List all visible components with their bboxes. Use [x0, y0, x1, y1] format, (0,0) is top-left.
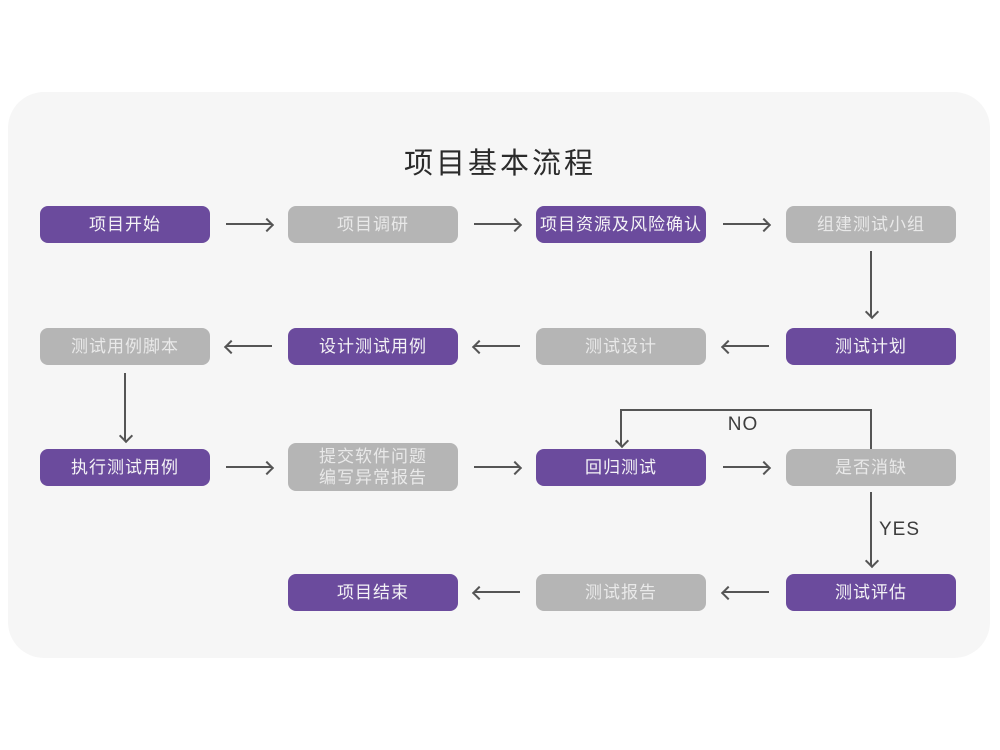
node-test-plan: 测试计划 — [786, 328, 956, 365]
node-test-case-script: 测试用例脚本 — [40, 328, 210, 365]
node-design-test-cases: 设计测试用例 — [288, 328, 458, 365]
node-execute-test-cases: 执行测试用例 — [40, 449, 210, 486]
node-submit-issue-report-line2: 编写异常报告 — [319, 468, 427, 487]
no-loop-right-segment — [870, 410, 872, 449]
node-test-design: 测试设计 — [536, 328, 706, 365]
no-branch-label: NO — [727, 414, 759, 435]
arrow-start-to-research-icon — [226, 223, 272, 225]
node-submit-issue-report: 提交软件问题 编写异常报告 — [288, 443, 458, 491]
arrow-submit-to-regression-icon — [474, 466, 520, 468]
node-regression-test: 回归测试 — [536, 449, 706, 486]
node-project-start: 项目开始 — [40, 206, 210, 243]
node-defect-cleared: 是否消缺 — [786, 449, 956, 486]
arrow-cases-to-script-icon — [226, 345, 272, 347]
arrow-research-to-risk-icon — [474, 223, 520, 225]
arrow-team-to-plan-icon — [870, 251, 872, 317]
diagram-title: 项目基本流程 — [403, 148, 596, 180]
node-build-test-team: 组建测试小组 — [786, 206, 956, 243]
yes-branch-arrow-icon — [870, 492, 872, 566]
arrow-evaluation-to-report-icon — [723, 591, 769, 593]
no-loop-top-segment — [620, 409, 872, 411]
yes-branch-label: YES — [879, 519, 921, 540]
arrow-execute-to-submit-icon — [226, 466, 272, 468]
arrow-design-to-cases-icon — [474, 345, 520, 347]
arrow-script-to-execute-icon — [124, 373, 126, 441]
node-project-research: 项目调研 — [288, 206, 458, 243]
node-project-end: 项目结束 — [288, 574, 458, 611]
arrow-regression-to-defect-icon — [723, 466, 769, 468]
node-test-report: 测试报告 — [536, 574, 706, 611]
no-loop-arrow-icon — [620, 410, 622, 446]
arrow-report-to-end-icon — [474, 591, 520, 593]
node-resource-risk: 项目资源及风险确认 — [536, 206, 706, 243]
flowchart-card — [8, 92, 990, 658]
arrow-risk-to-team-icon — [723, 223, 769, 225]
node-test-evaluation: 测试评估 — [786, 574, 956, 611]
arrow-plan-to-design-icon — [723, 345, 769, 347]
node-submit-issue-report-line1: 提交软件问题 — [319, 446, 427, 466]
